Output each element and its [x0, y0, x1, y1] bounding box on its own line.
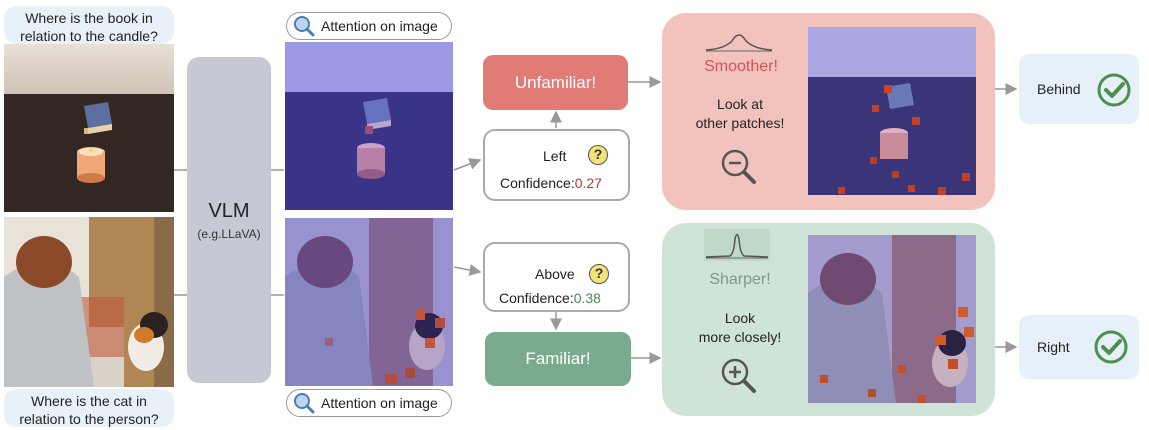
magnifier-icon	[294, 393, 315, 414]
answer-box-bottom: Above ? Confidence:0.38	[483, 242, 630, 312]
refined-attention-cat	[808, 235, 976, 403]
attention-label-bottom: Attention on image	[286, 389, 452, 417]
distribution-curve-icon	[705, 34, 773, 52]
confidence-value-bottom: 0.38	[573, 290, 601, 306]
panel-sharper-heading: Sharper!	[709, 271, 771, 288]
check-circle-icon	[1094, 330, 1128, 364]
attention-map-cat	[285, 218, 453, 386]
check-circle-icon	[1097, 73, 1131, 107]
confidence-bottom: Confidence:0.38	[499, 290, 601, 306]
magnifier-icon	[294, 16, 315, 37]
input-image-cat	[4, 217, 174, 387]
unfamiliar-tag: Unfamiliar!	[483, 55, 628, 110]
refined-attention-candle	[808, 27, 976, 195]
question-bottom: Where is the cat in relation to the pers…	[4, 389, 174, 427]
confidence-label-bottom: Confidence:	[499, 290, 574, 306]
distribution-curve-icon	[704, 229, 770, 261]
zoom-out-icon	[721, 149, 756, 184]
attention-label-top-text: Attention on image	[321, 18, 438, 34]
panel-sharper: Sharper! Look more closely!	[662, 223, 995, 416]
result-box-bottom: Right	[1019, 315, 1139, 379]
panel-smoother: Smoother! Look at other patches!	[662, 13, 995, 210]
confidence-label-top: Confidence:	[500, 175, 575, 191]
confidence-value-top: 0.27	[574, 175, 602, 191]
panel-smoother-line2: other patches!	[695, 115, 785, 131]
confidence-top: Confidence:0.27	[500, 175, 602, 191]
vlm-block: VLM (e.g.LLaVA)	[187, 57, 271, 383]
panel-smoother-heading: Smoother!	[704, 58, 778, 75]
attention-label-top: Attention on image	[286, 12, 452, 40]
question-top: Where is the book in relation to the can…	[4, 6, 174, 44]
attention-label-bottom-text: Attention on image	[321, 395, 438, 411]
answer-top: Left	[543, 148, 567, 164]
panel-sharper-line1: Look	[724, 310, 756, 326]
answer-box-top: Left ? Confidence:0.27	[483, 129, 630, 201]
answer-bottom: Above	[535, 266, 575, 282]
result-box-top: Behind	[1019, 54, 1139, 124]
result-top: Behind	[1037, 81, 1081, 97]
zoom-in-icon	[721, 358, 756, 393]
attention-map-candle	[285, 42, 453, 210]
question-mark-icon: ?	[588, 145, 608, 165]
vlm-title: VLM	[208, 199, 250, 222]
question-mark-icon: ?	[589, 264, 609, 284]
familiar-tag: Familiar!	[485, 332, 631, 386]
panel-sharper-line2: more closely!	[698, 329, 782, 345]
panel-smoother-line1: Look at	[717, 96, 763, 112]
input-image-candle	[4, 44, 174, 212]
vlm-subtitle: (e.g.LLaVA)	[197, 226, 261, 241]
result-bottom: Right	[1037, 339, 1070, 355]
